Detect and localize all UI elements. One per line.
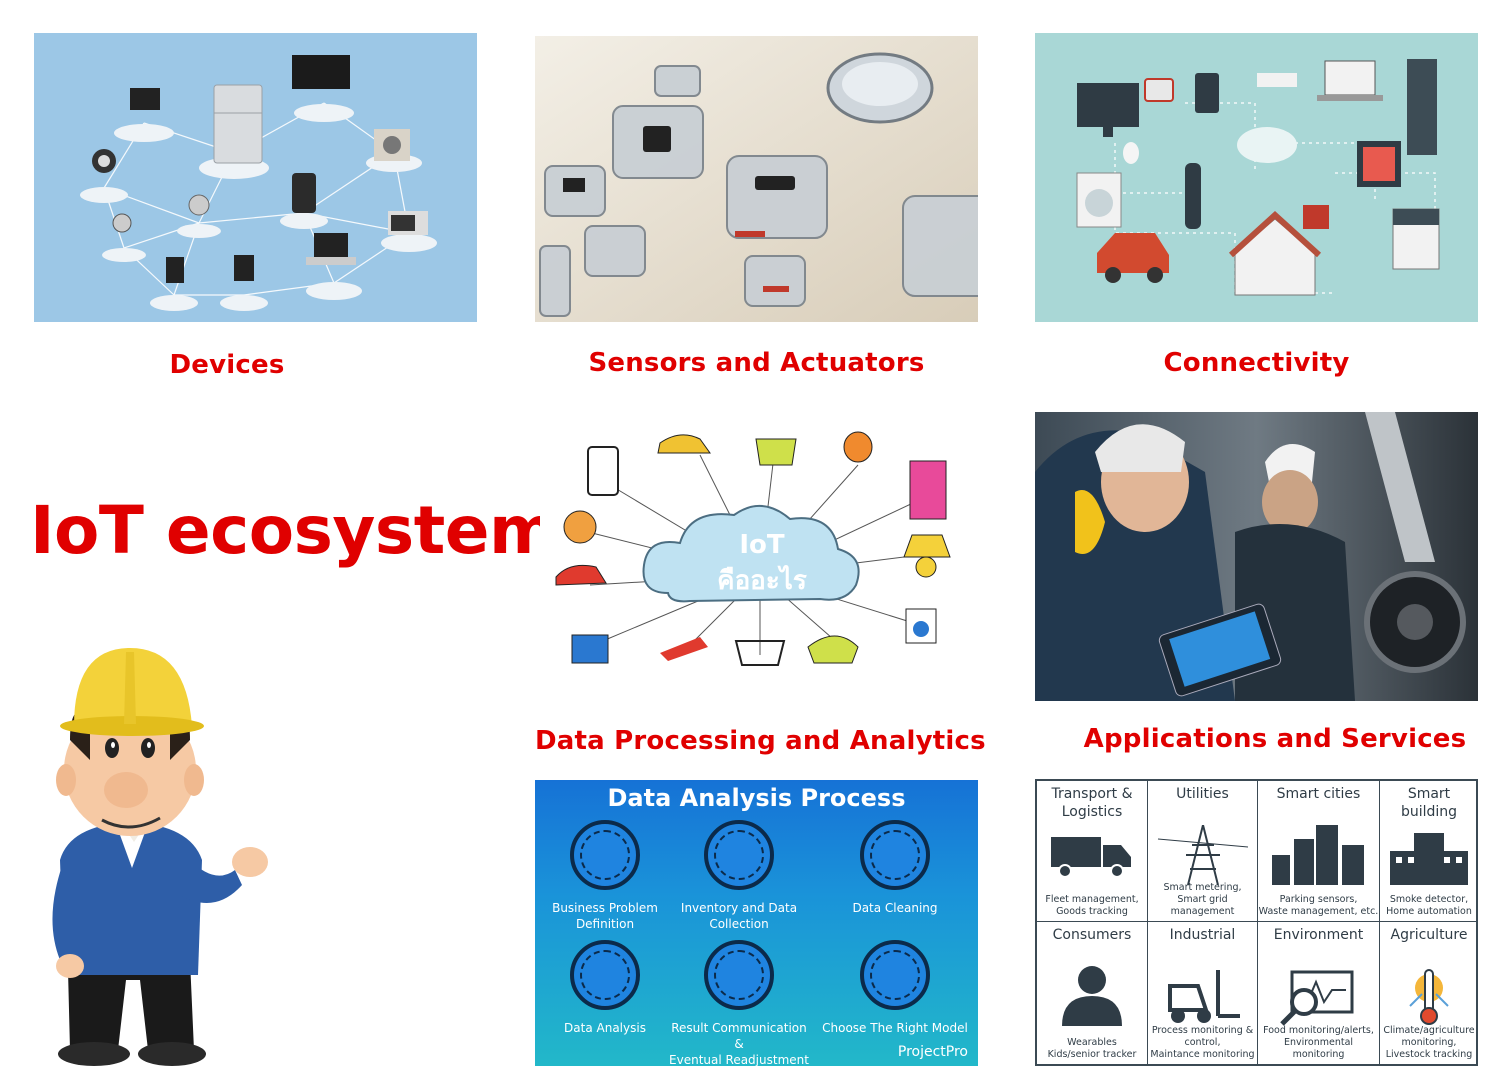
cell-title: Agriculture [1390,927,1468,943]
dap-step-choose-model: Choose The Right Model [815,940,975,1036]
grid-cell-utilities: Utilities Smart metering,Smart grid mana… [1148,781,1258,922]
cell-sub-1: Parking sensors, [1279,894,1358,905]
cell-sub-1: Process monitoring & [1151,1025,1254,1036]
data-analysis-title: Data Analysis Process [607,784,906,812]
dap-step-analysis: Data Analysis [535,940,675,1036]
page-title: IoT ecosystem [30,492,558,569]
cell-title: Smart building [1400,786,1458,820]
dap-step-label-6a: Choose The Right Model [822,1021,968,1035]
cell-sub-2: control, [1184,1037,1221,1048]
cell-title: Transport & [1051,786,1133,802]
cell-sub-3: Maintance monitoring [1150,1049,1255,1060]
grid-cell-environment: Environment Food monitoring/alerts,Envir… [1258,922,1380,1064]
cell-sub-2: Kids/senior tracker [1047,1049,1137,1060]
iot-cloud-illustration: IoT คืออะไร [540,425,980,695]
grid-cell-smart-cities: Smart cities Parking sensors,Waste manag… [1258,781,1380,922]
grid-cell-transport: Transport & Logistics Fleet management,Go… [1037,781,1148,922]
cloud-text-line2: คืออะไร [717,564,807,596]
cell-sub-1: Climate/agriculture [1383,1025,1475,1036]
applications-photo [1035,412,1478,701]
caption-applications: Applications and Services [1083,724,1467,754]
projectpro-logo: ProjectPro [898,1044,968,1060]
cell-title: Smart cities [1276,786,1361,802]
cell-title: Consumers [1052,927,1132,943]
dap-step-label-2b: Collection [709,917,769,931]
cell-sub-2: Environmental monitoring [1283,1037,1354,1060]
cell-sub-3: Livestock tracking [1385,1049,1473,1060]
dap-step-result-communication: Result Communication & Eventual Readjustm… [669,940,809,1066]
caption-sensors: Sensors and Actuators [588,348,925,378]
connectivity-image [1035,33,1478,322]
truck-icon [1051,837,1131,878]
cell-title: Environment [1273,927,1364,943]
grid-cell-smart-building: Smart building Smoke detector,Home autom… [1380,781,1476,922]
caption-devices: Devices [169,350,285,380]
dap-step-label-2a: Inventory and Data [680,901,798,915]
decision-person-icon [860,940,930,1010]
cell-sub-2: Home automation [1386,906,1472,917]
dap-step-label-5a: Result Communication & [671,1021,807,1051]
person-icon [1062,966,1122,1026]
cell-sub-2: Goods tracking [1056,906,1128,917]
cell-sub-2: monitoring, [1401,1037,1457,1048]
cell-sub-1: Wearables [1067,1037,1117,1048]
power-tower-icon [1157,825,1249,885]
cell-sub-1: Smoke detector, [1389,894,1469,905]
database-broom-icon [860,820,930,890]
cloud-text-line1: IoT [739,530,785,560]
engineer-character-image [30,630,280,1070]
caption-data-processing: Data Processing and Analytics [535,726,986,756]
building-icon [1390,833,1468,885]
dap-step-cleaning: Data Cleaning [825,820,965,916]
dap-step-label-1a: Business Problem [552,901,658,915]
database-network-icon [704,820,774,890]
cell-title-2: Logistics [1061,804,1123,820]
cell-sub-1: Smart metering, [1163,882,1242,893]
cell-sub-1: Food monitoring/alerts, [1263,1025,1374,1036]
grid-cell-industrial: Industrial Process monitoring &control,M… [1148,922,1258,1064]
dap-step-label-5b: Eventual Readjustment [669,1053,809,1066]
people-meeting-icon [570,820,640,890]
projectpro-brand-text: ProjectPro [897,1044,968,1060]
dap-step-label-3a: Data Cleaning [852,901,938,915]
dap-step-label-1b: Definition [575,917,635,931]
cell-title: Industrial [1169,927,1236,943]
team-discussion-icon [704,940,774,1010]
dap-step-label-4a: Data Analysis [564,1021,646,1035]
cell-sub-2: Smart grid management [1170,894,1235,917]
sensors-image [535,36,978,322]
iot-applications-grid: Transport & Logistics Fleet management,Go… [1035,779,1478,1066]
caption-connectivity: Connectivity [1163,348,1350,378]
city-skyline-icon [1272,825,1364,885]
devices-image [34,33,477,322]
thermometer-sun-icon [1409,969,1449,1025]
cell-sub-2: Waste management, etc. [1258,906,1379,917]
forklift-icon [1168,970,1240,1023]
cell-title: Utilities [1176,786,1229,802]
analytics-screen-icon [570,940,640,1010]
cell-sub-1: Fleet management, [1045,894,1139,905]
magnifier-chart-icon [1280,970,1354,1026]
